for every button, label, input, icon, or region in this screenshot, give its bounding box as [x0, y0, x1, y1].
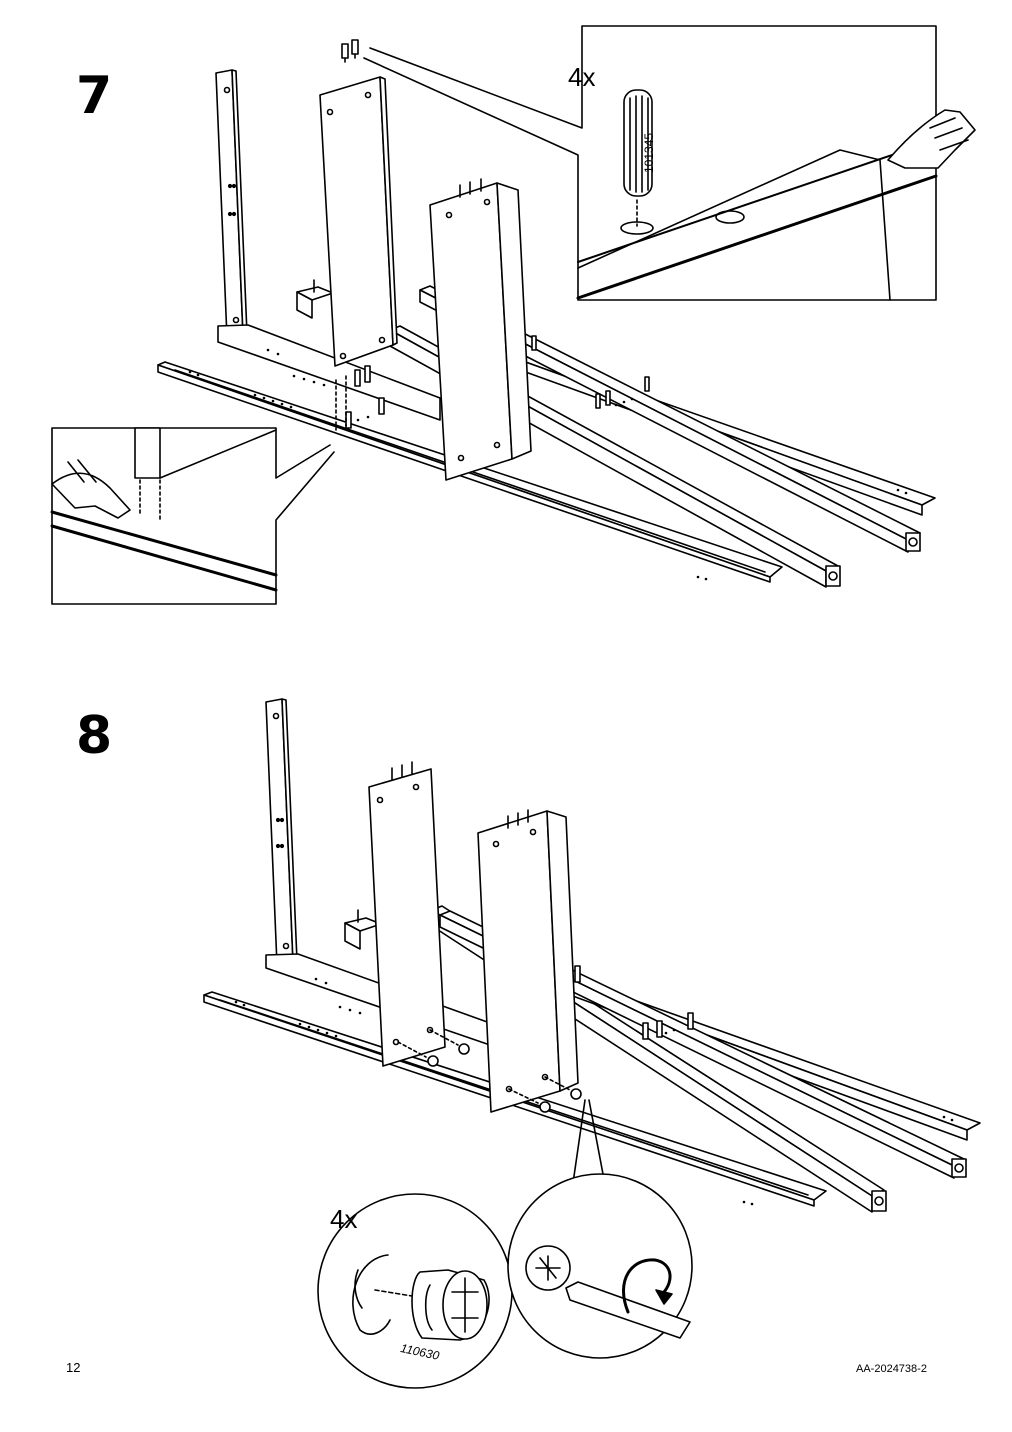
mounted-panel	[429, 178, 532, 481]
cam-insert-detail	[317, 1193, 513, 1389]
rail-hole-dots	[188, 348, 908, 581]
wooden-dowel-icon	[623, 89, 653, 227]
screwdriver-detail	[507, 1173, 693, 1359]
cross-block	[296, 279, 334, 319]
side-post	[215, 69, 441, 421]
step-7-part-id: 101345	[642, 132, 656, 173]
dowel-detail-callout	[363, 25, 976, 301]
pressing-hand-icon	[51, 459, 131, 519]
cam-lock-icon	[411, 1269, 490, 1341]
document-id: AA-2024738-2	[856, 1363, 927, 1375]
rail-dowels	[335, 335, 650, 431]
step-7-illustration	[50, 25, 976, 605]
cross-block	[344, 909, 382, 950]
panel-being-placed	[319, 39, 398, 367]
step-7-number: 7	[76, 66, 113, 126]
rail-hole-dots	[234, 977, 954, 1206]
page-number: 12	[66, 1360, 81, 1375]
step-8-quantity: 4x	[330, 1204, 358, 1234]
right-panel	[477, 809, 579, 1113]
rotation-arrow-icon	[622, 1258, 673, 1314]
step-8-number: 8	[76, 706, 113, 766]
step-8-illustration	[203, 698, 981, 1389]
callout-line-left	[571, 1099, 586, 1191]
pointing-hand-icon	[887, 109, 976, 169]
base-rail-back	[419, 285, 936, 553]
cam-lock-fittings	[397, 965, 694, 1113]
step-7-quantity: 4x	[568, 62, 596, 92]
left-panel	[368, 761, 446, 1067]
alignment-detail-callout	[50, 427, 335, 605]
